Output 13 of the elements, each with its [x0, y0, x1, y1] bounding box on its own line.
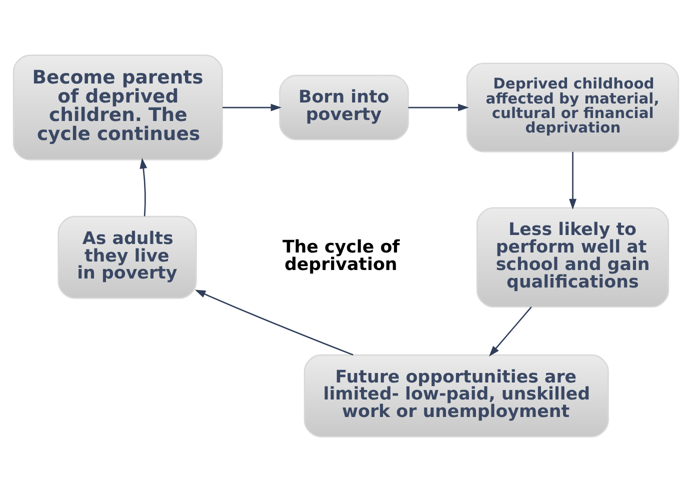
- arrow: [194, 289, 354, 356]
- node-box: Born into poverty: [279, 74, 409, 140]
- node-box: Deprived childhood affected by material, cultural or financial deprivation: [466, 62, 680, 152]
- arrow: [140, 157, 148, 216]
- arrow: [569, 151, 577, 210]
- node-box: Less likely to perform well at school and gain qualifications: [476, 206, 670, 308]
- arrow: [222, 103, 282, 111]
- label: The cycle of deprivation: [282, 237, 400, 274]
- node-box: Become parents of deprived children. The cycle continues: [12, 54, 223, 160]
- arrow: [489, 306, 532, 356]
- node-box: Future opportunities are limited- low-paid, unskilled work or unemployment: [304, 354, 609, 437]
- arrow: [408, 103, 469, 111]
- node-box: As adults they live in poverty: [58, 215, 197, 298]
